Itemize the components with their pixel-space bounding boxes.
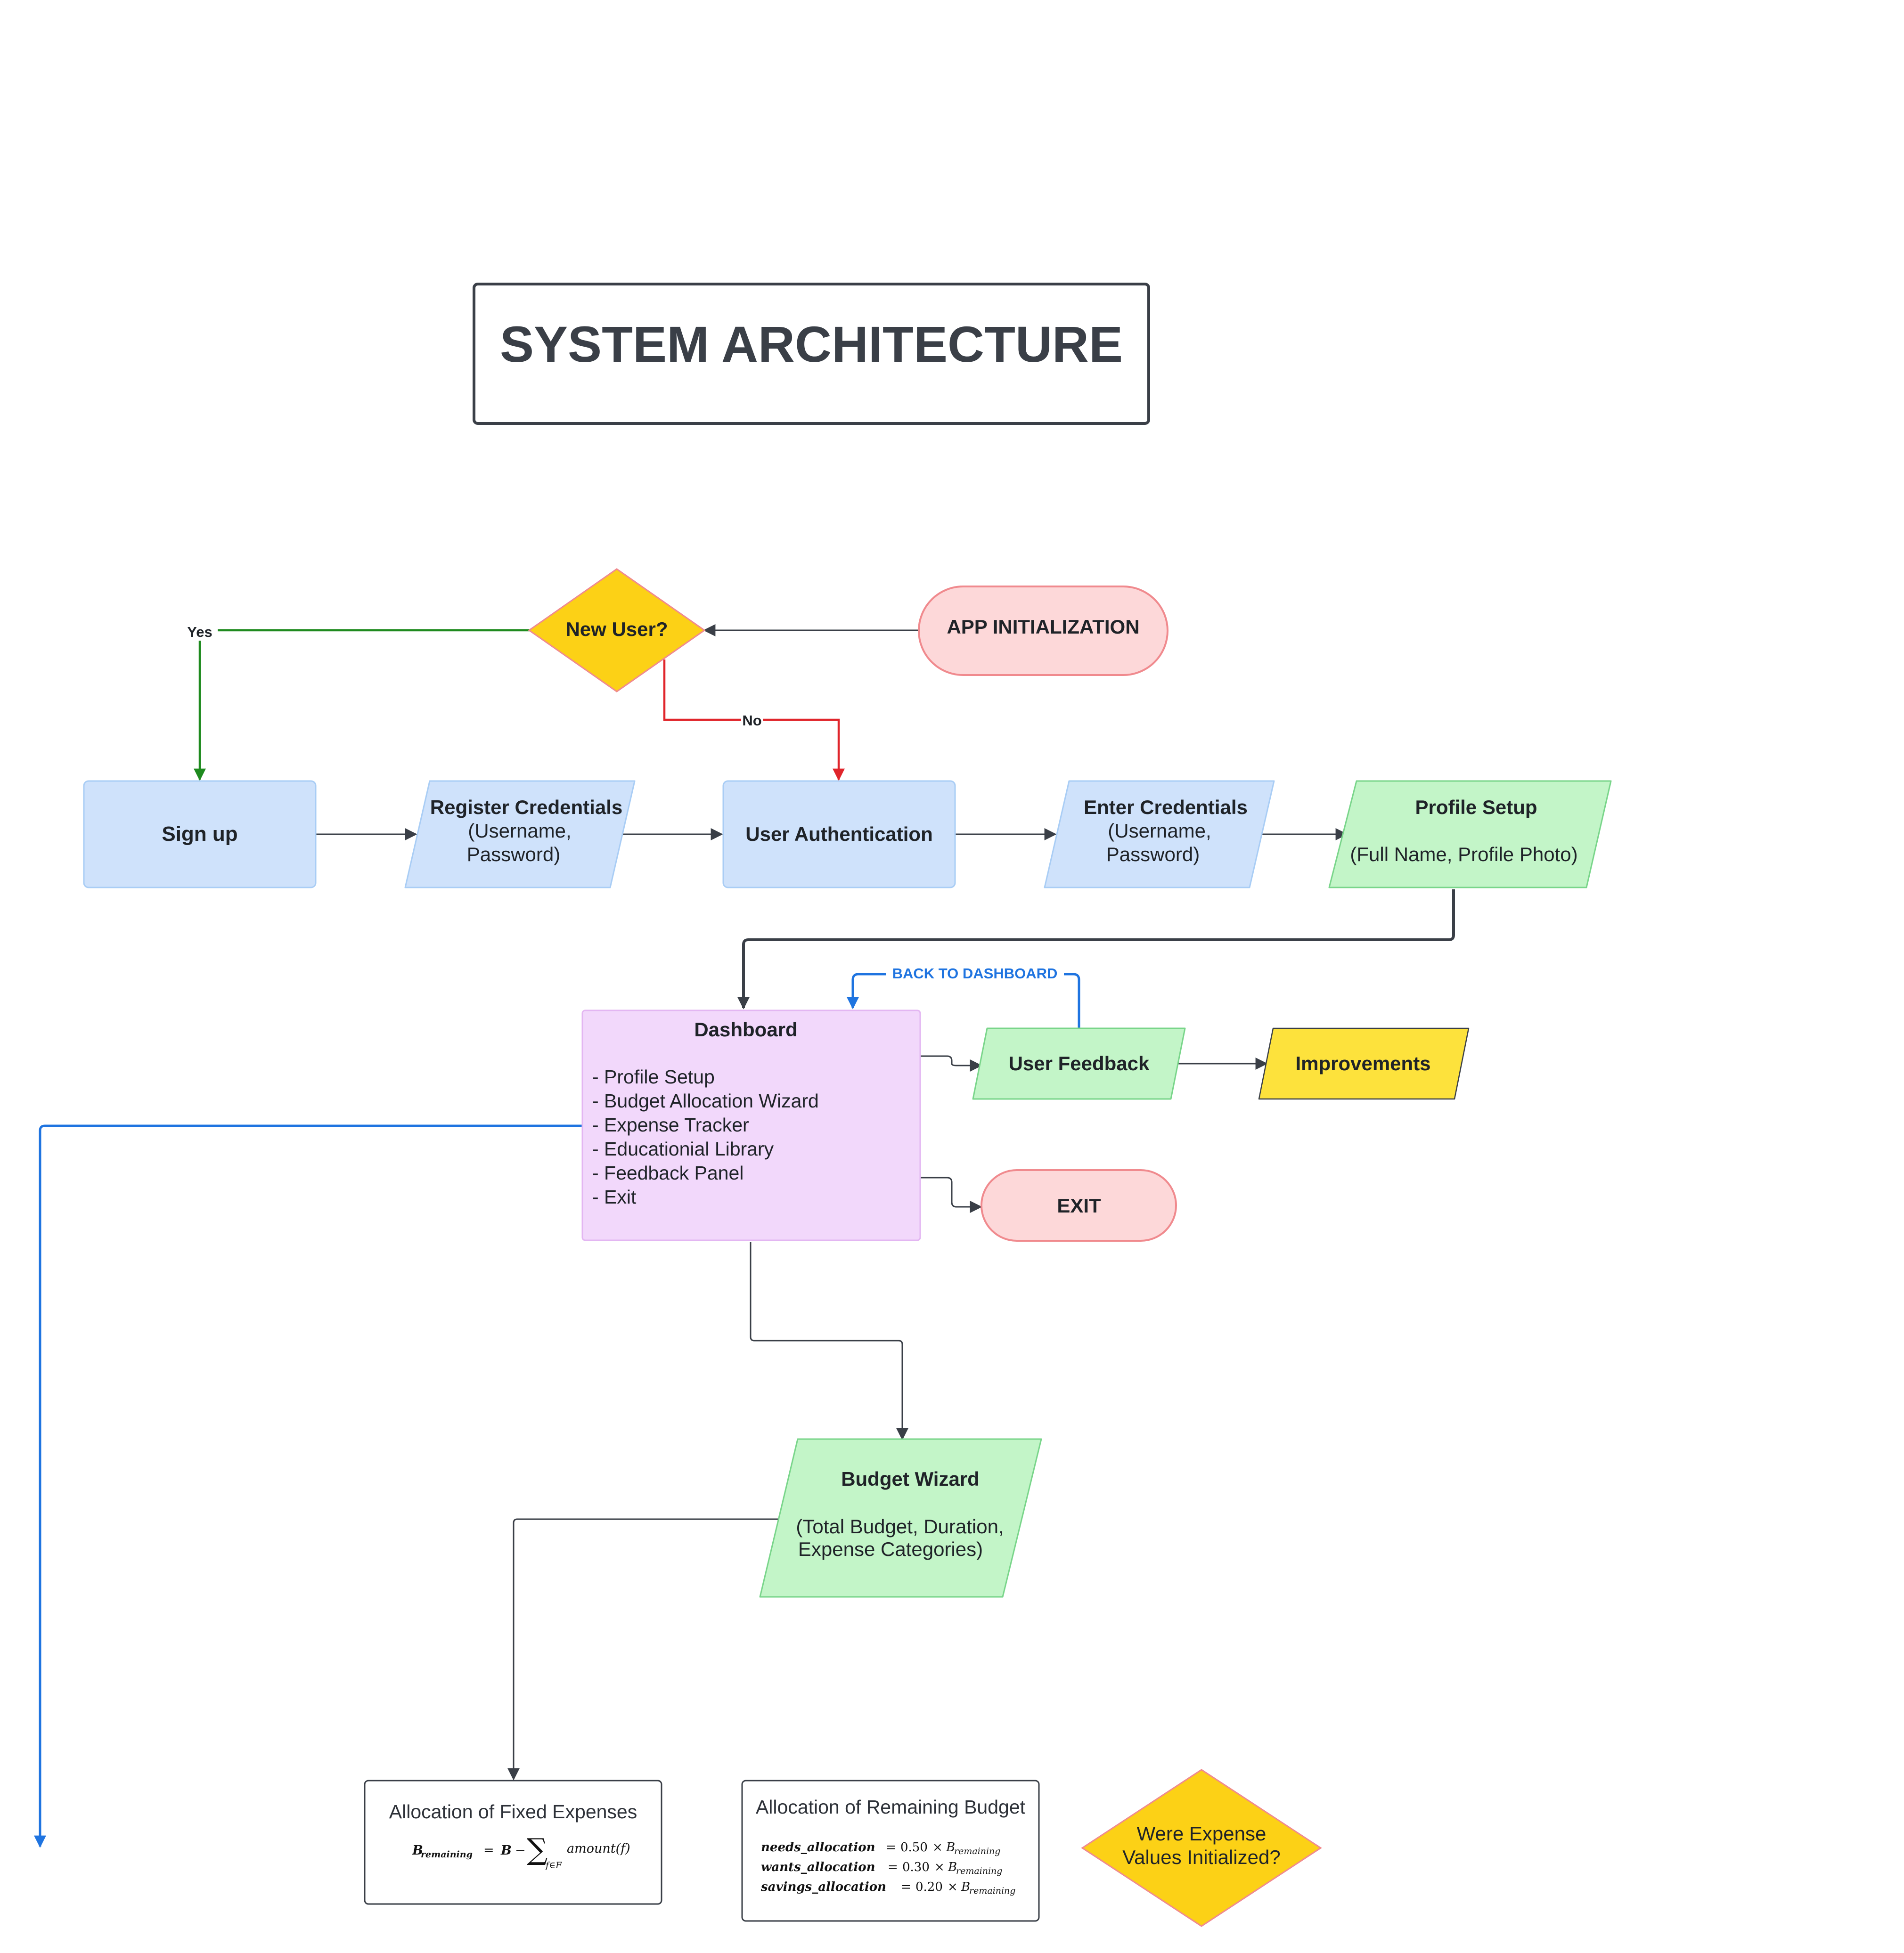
dashboard-node[interactable]: Dashboard - Profile Setup - Budget Alloc… — [581, 1009, 921, 1241]
remaining-formula-savings: savings_allocation = 0.20 × B remaining — [760, 1880, 1015, 1896]
register-credentials-node[interactable]: Register Credentials (Username, Password… — [404, 780, 636, 888]
improvements-node[interactable]: Improvements — [1258, 1027, 1470, 1100]
svg-text:B: B — [500, 1843, 512, 1858]
svg-text:needs_allocation: needs_allocation — [761, 1840, 875, 1855]
enter-credentials-node[interactable]: Enter Credentials (Username, Password) — [1044, 780, 1275, 888]
dashboard-item-budget-wizard: - Budget Allocation Wizard — [592, 1090, 819, 1112]
app-initialization-node[interactable]: APP INITIALIZATION — [918, 586, 1169, 676]
profile-setup-subtitle: (Full Name, Profile Photo) — [1350, 843, 1577, 865]
svg-text:=: = — [901, 1880, 911, 1894]
enter-credentials-line2: Password) — [1106, 843, 1200, 865]
budget-wizard-title: Budget Wizard — [841, 1468, 980, 1490]
edge-yes — [194, 629, 530, 781]
fixed-expenses-node[interactable]: Allocation of Fixed Expenses B remaining… — [364, 1780, 662, 1905]
app-initialization-label: APP INITIALIZATION — [947, 616, 1139, 638]
sign-up-label: Sign up — [162, 822, 237, 846]
svg-text:B: B — [412, 1843, 423, 1858]
svg-text:×: × — [932, 1840, 943, 1855]
svg-text:×: × — [934, 1860, 945, 1874]
svg-text:amount(f): amount(f) — [567, 1841, 630, 1856]
fixed-expenses-title: Allocation of Fixed Expenses — [389, 1801, 637, 1823]
user-feedback-node[interactable]: User Feedback — [972, 1027, 1186, 1100]
remaining-formula-needs: needs_allocation = 0.50 × B remaining — [761, 1840, 1000, 1856]
svg-text:=: = — [483, 1843, 494, 1858]
user-authentication-node[interactable]: User Authentication — [722, 780, 956, 888]
svg-text:remaining: remaining — [954, 1846, 1000, 1856]
budget-wizard-line1: (Total Budget, Duration, — [796, 1515, 1004, 1538]
exit-label: EXIT — [1057, 1195, 1101, 1217]
remaining-budget-title: Allocation of Remaining Budget — [756, 1796, 1026, 1818]
svg-text:=: = — [888, 1860, 898, 1874]
expense-decision-line1: Were Expense — [1137, 1823, 1267, 1845]
remaining-budget-node[interactable]: Allocation of Remaining Budget needs_all… — [741, 1780, 1040, 1922]
enter-credentials-title: Enter Credentials — [1084, 796, 1248, 818]
svg-text:0.20: 0.20 — [915, 1880, 943, 1894]
svg-text:×: × — [948, 1880, 958, 1894]
budget-wizard-node[interactable]: Budget Wizard (Total Budget, Duration, E… — [759, 1438, 1042, 1598]
svg-text:0.50: 0.50 — [900, 1840, 928, 1855]
svg-text:savings_allocation: savings_allocation — [760, 1880, 886, 1894]
remaining-formula-wants: wants_allocation = 0.30 × B remaining — [761, 1860, 1002, 1876]
yes-label: Yes — [187, 624, 212, 640]
fixed-expenses-formula: B remaining = B − ∑ f∈F amount(f) — [412, 1832, 630, 1871]
no-label: No — [742, 712, 761, 729]
dashboard-item-feedback-panel: - Feedback Panel — [592, 1162, 744, 1184]
edge-labels: Yes No BACK TO DASHBOARD — [182, 623, 1064, 983]
page-title: SYSTEM ARCHITECTURE — [500, 316, 1123, 373]
user-authentication-label: User Authentication — [745, 823, 932, 845]
profile-setup-node[interactable]: Profile Setup (Full Name, Profile Photo) — [1328, 780, 1612, 888]
expense-decision-line2: Values Initialized? — [1122, 1846, 1280, 1868]
svg-text:f∈F: f∈F — [545, 1860, 562, 1871]
svg-text:remaining: remaining — [421, 1849, 473, 1860]
edge-profile-dashboard — [737, 889, 1455, 1009]
edge-budget-fixed — [507, 1518, 784, 1781]
dashboard-title: Dashboard — [694, 1018, 797, 1041]
dashboard-item-exit: - Exit — [592, 1186, 637, 1208]
budget-wizard-line2: Expense Categories) — [798, 1538, 983, 1560]
sign-up-node[interactable]: Sign up — [83, 780, 317, 888]
new-user-label: New User? — [565, 618, 668, 640]
svg-text:B: B — [946, 1840, 955, 1855]
exit-node[interactable]: EXIT — [981, 1169, 1177, 1242]
edge-dashboard-exit — [920, 1177, 982, 1213]
edge-dashboard-feedback — [920, 1055, 982, 1072]
dashboard-item-expense-tracker: - Expense Tracker — [592, 1114, 749, 1136]
svg-text:B: B — [961, 1880, 970, 1894]
svg-text:−: − — [515, 1843, 526, 1858]
svg-text:0.30: 0.30 — [902, 1860, 930, 1874]
svg-text:B: B — [948, 1860, 957, 1874]
expense-values-decision[interactable]: Were Expense Values Initialized? — [1081, 1769, 1322, 1927]
svg-text:∑: ∑ — [527, 1832, 548, 1866]
edge-dashboard-down — [34, 1124, 582, 1848]
svg-text:remaining: remaining — [969, 1886, 1015, 1896]
title-box: SYSTEM ARCHITECTURE — [473, 283, 1150, 425]
back-to-dashboard-label: BACK TO DASHBOARD — [892, 965, 1058, 982]
svg-text:remaining: remaining — [956, 1866, 1002, 1876]
improvements-label: Improvements — [1295, 1052, 1430, 1074]
new-user-decision[interactable]: New User? — [528, 568, 706, 692]
enter-credentials-line1: (Username, — [1108, 820, 1211, 842]
svg-text:wants_allocation: wants_allocation — [761, 1860, 875, 1874]
dashboard-item-profile-setup: - Profile Setup — [592, 1066, 715, 1088]
register-line2: Password) — [467, 843, 560, 865]
edge-dashboard-budget — [750, 1242, 908, 1440]
profile-setup-title: Profile Setup — [1415, 796, 1537, 818]
user-feedback-label: User Feedback — [1009, 1052, 1150, 1074]
dashboard-item-library: - Educationial Library — [592, 1138, 774, 1160]
register-line1: (Username, — [468, 820, 571, 842]
svg-text:=: = — [886, 1840, 896, 1855]
register-title: Register Credentials — [430, 796, 622, 818]
